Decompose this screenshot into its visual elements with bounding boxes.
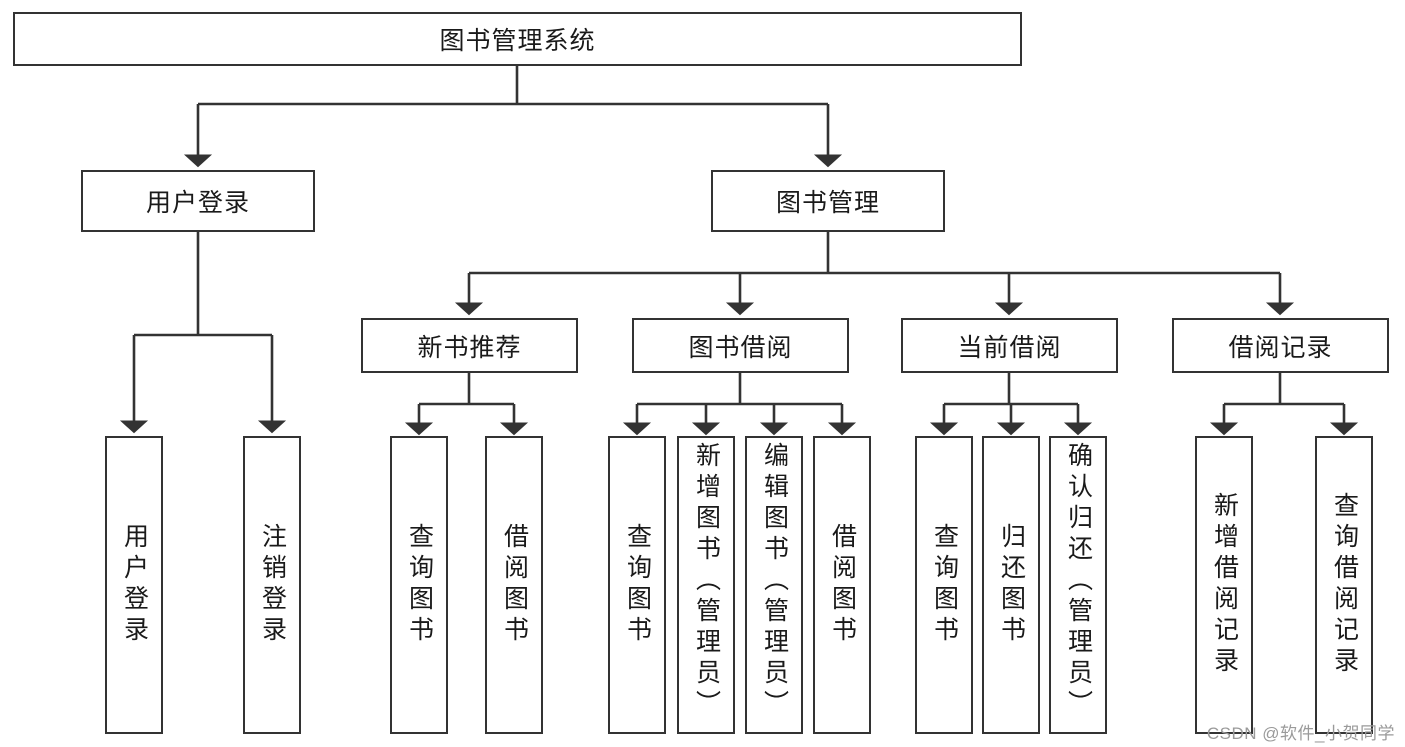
node-leaf-query-books-recommend[interactable]: 查询图书 bbox=[390, 436, 448, 734]
node-leaf-label: 查询图书 bbox=[930, 523, 959, 647]
node-leaf-label: 新增图书（管理员） bbox=[692, 442, 721, 721]
node-leaf-confirm-return-admin[interactable]: 确认归还（管理员） bbox=[1049, 436, 1107, 734]
node-leaf-return-books[interactable]: 归还图书 bbox=[982, 436, 1040, 734]
node-leaf-label: 用户登录 bbox=[120, 523, 149, 647]
node-leaf-label: 查询图书 bbox=[623, 523, 652, 647]
node-user-login[interactable]: 用户登录 bbox=[81, 170, 315, 232]
node-root-system[interactable]: 图书管理系统 bbox=[13, 12, 1022, 66]
node-leaf-label: 编辑图书（管理员） bbox=[760, 442, 789, 721]
node-leaf-label: 借阅图书 bbox=[500, 523, 529, 647]
node-leaf-label: 注销登录 bbox=[258, 523, 287, 647]
node-leaf-user-login[interactable]: 用户登录 bbox=[105, 436, 163, 734]
node-leaf-label: 查询图书 bbox=[405, 523, 434, 647]
node-leaf-label: 确认归还（管理员） bbox=[1064, 442, 1093, 721]
node-leaf-query-books-current[interactable]: 查询图书 bbox=[915, 436, 973, 734]
node-leaf-add-borrow-record[interactable]: 新增借阅记录 bbox=[1195, 436, 1253, 734]
node-book-management[interactable]: 图书管理 bbox=[711, 170, 945, 232]
node-book-borrow[interactable]: 图书借阅 bbox=[632, 318, 849, 373]
node-leaf-borrow-books[interactable]: 借阅图书 bbox=[813, 436, 871, 734]
node-leaf-borrow-books-recommend[interactable]: 借阅图书 bbox=[485, 436, 543, 734]
node-leaf-label: 查询借阅记录 bbox=[1330, 492, 1359, 678]
node-leaf-add-book-admin[interactable]: 新增图书（管理员） bbox=[677, 436, 735, 734]
node-new-book-recommend[interactable]: 新书推荐 bbox=[361, 318, 578, 373]
node-leaf-label: 借阅图书 bbox=[828, 523, 857, 647]
node-leaf-label: 新增借阅记录 bbox=[1210, 492, 1239, 678]
node-leaf-edit-book-admin[interactable]: 编辑图书（管理员） bbox=[745, 436, 803, 734]
node-leaf-query-books-borrow[interactable]: 查询图书 bbox=[608, 436, 666, 734]
watermark-csdn: CSDN @软件_小贺同学 bbox=[1206, 724, 1395, 743]
node-leaf-user-logout[interactable]: 注销登录 bbox=[243, 436, 301, 734]
node-leaf-query-borrow-record[interactable]: 查询借阅记录 bbox=[1315, 436, 1373, 734]
node-current-borrow[interactable]: 当前借阅 bbox=[901, 318, 1118, 373]
node-borrow-records[interactable]: 借阅记录 bbox=[1172, 318, 1389, 373]
node-leaf-label: 归还图书 bbox=[997, 523, 1026, 647]
